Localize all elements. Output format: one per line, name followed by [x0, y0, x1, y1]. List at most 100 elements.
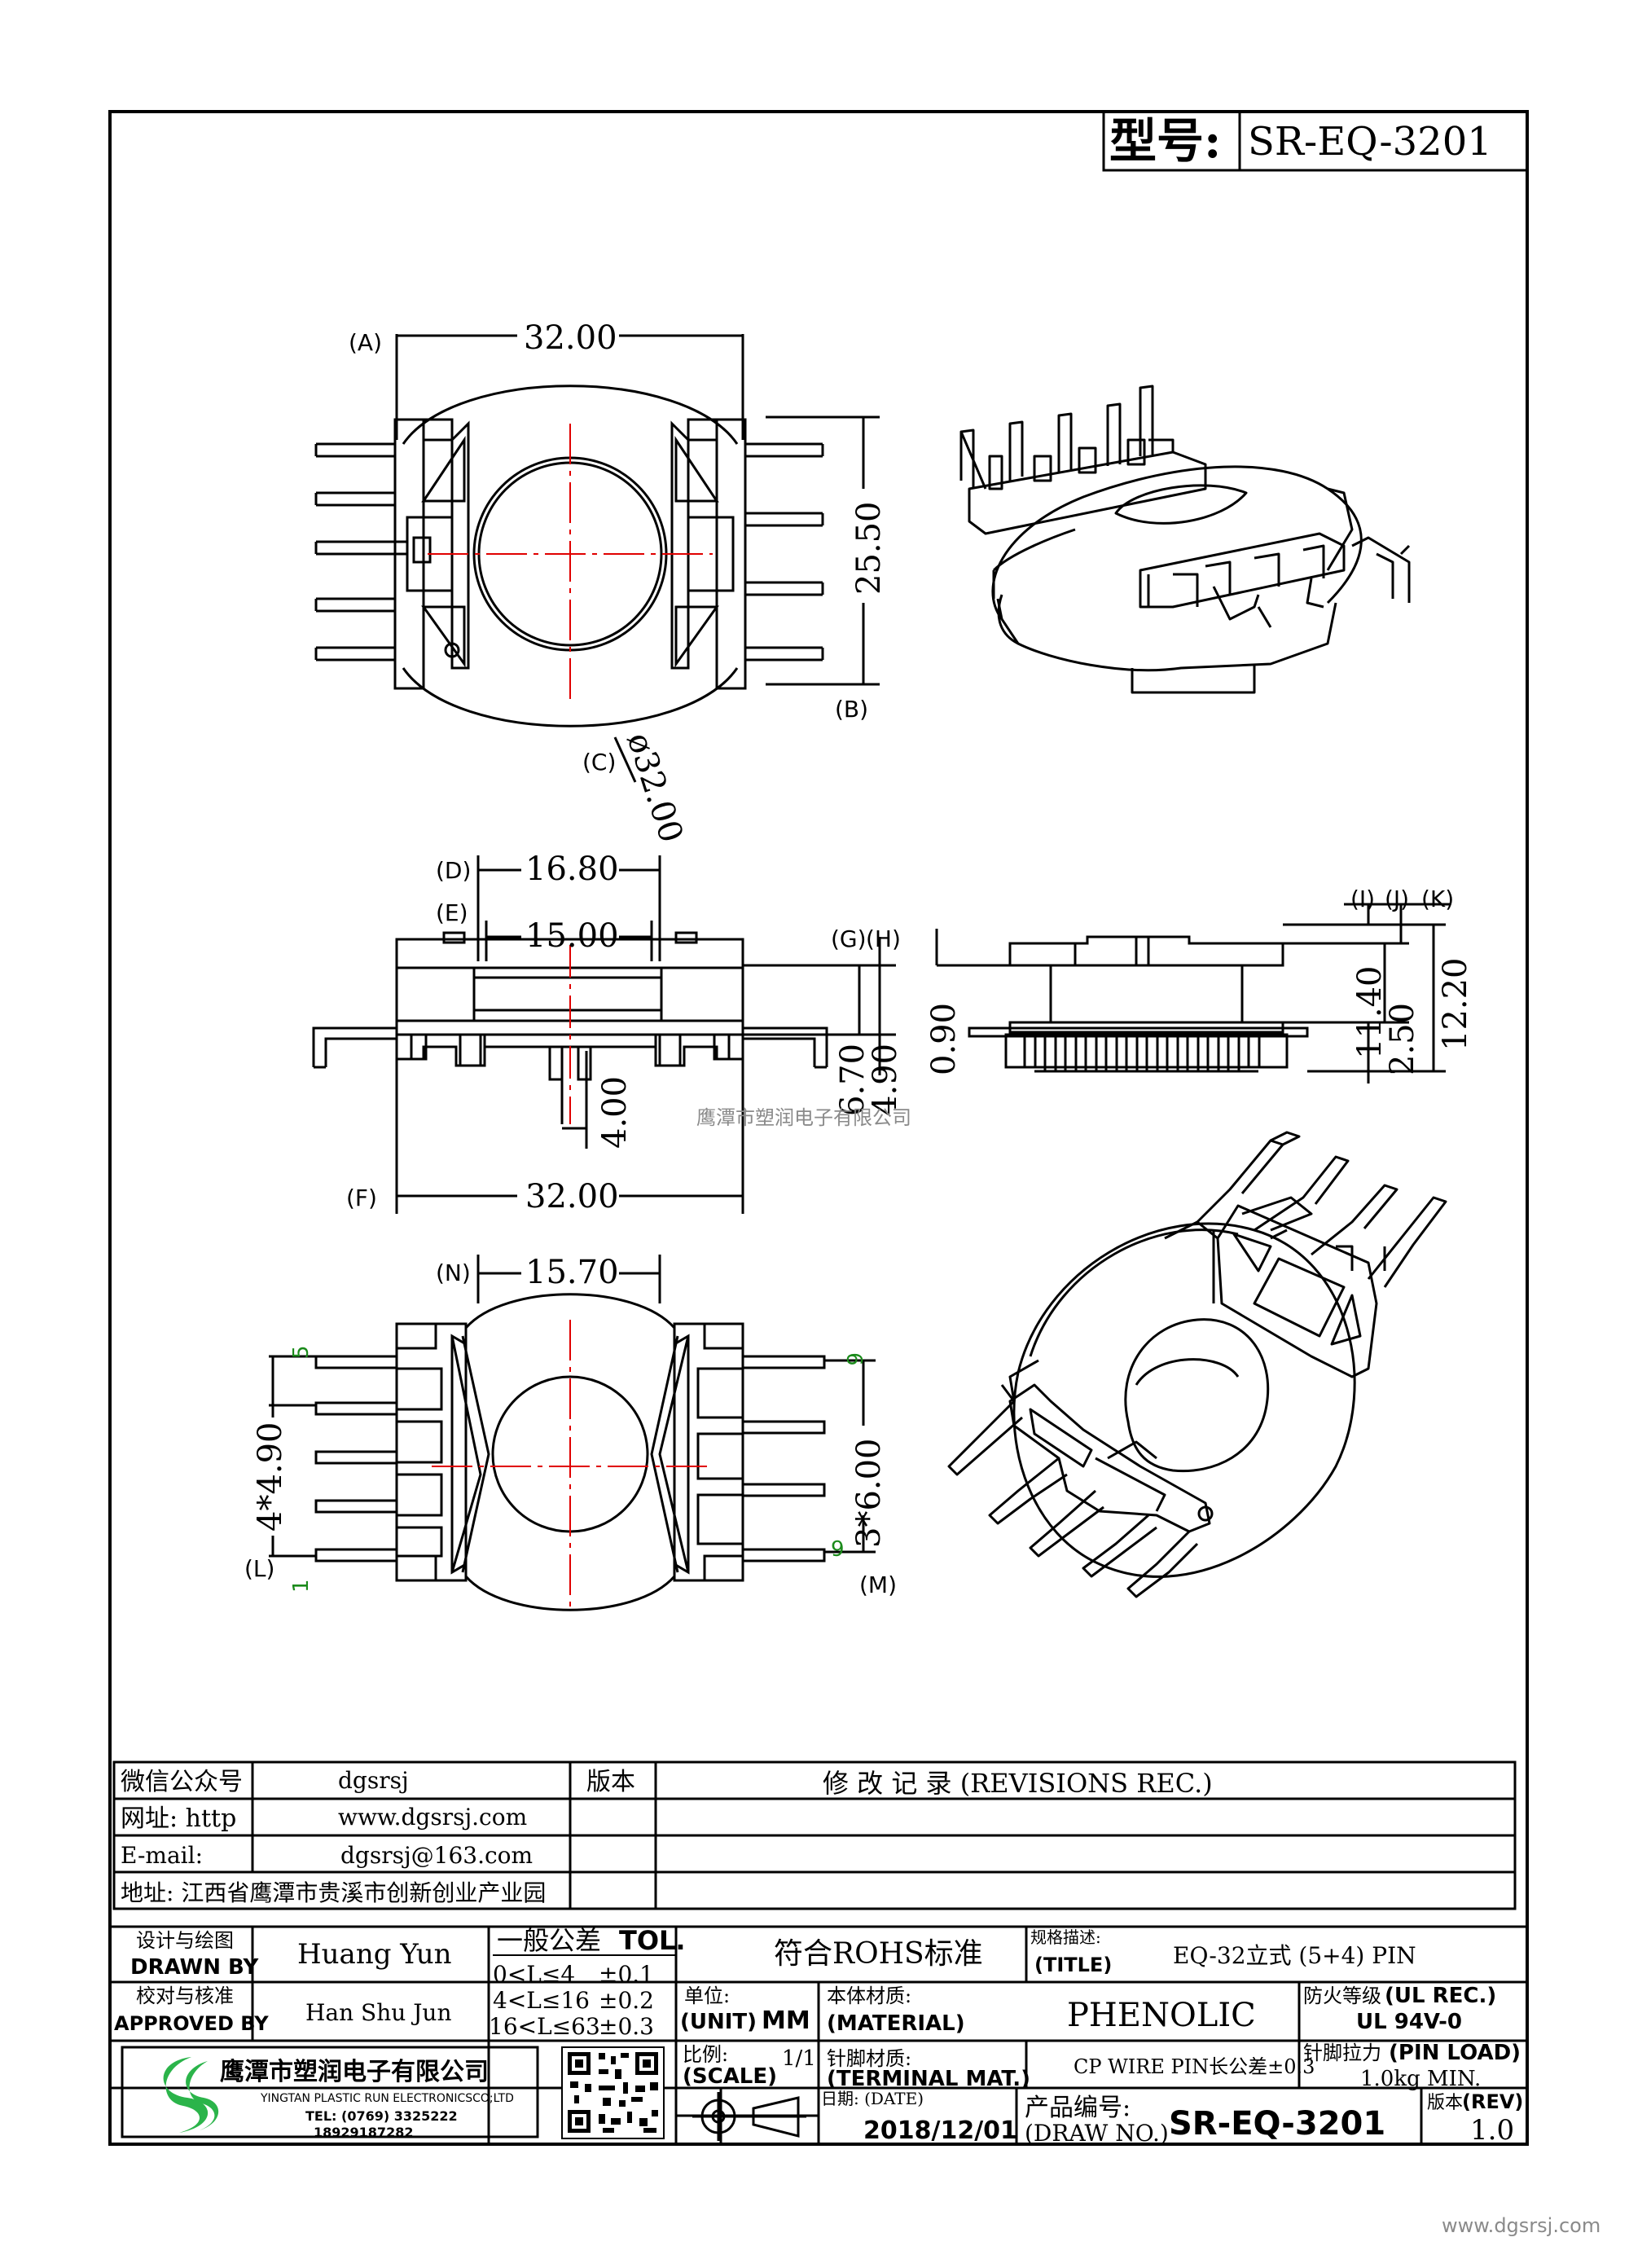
- dim-f: 32.00: [525, 1178, 619, 1215]
- drawn-label-cn: 设计与绘图: [136, 1929, 234, 1952]
- top-view: [314, 334, 880, 783]
- unit-label-cn: 单位:: [684, 1984, 730, 2007]
- pin-number-6: 6: [841, 1352, 866, 1366]
- model-value: SR-EQ-3201: [1248, 119, 1492, 165]
- ref-l: (L): [244, 1555, 274, 1582]
- rev-label-cn: 版本: [1427, 2093, 1463, 2113]
- tol-row1-range: 0<L≤4: [493, 1961, 575, 1988]
- dim-n: 15.70: [525, 1254, 619, 1291]
- title-value: EQ-32立式 (5+4) PIN: [1173, 1942, 1416, 1969]
- dim-k: 12.20: [1437, 957, 1474, 1051]
- pinload-label-en: (PIN LOAD): [1389, 2041, 1521, 2065]
- dim-l: 4*4.90: [252, 1422, 289, 1532]
- email-label: E-mail:: [121, 1842, 203, 1869]
- model-header: 型号: SR-EQ-3201: [1102, 110, 1529, 172]
- company-name-en: YINGTAN PLASTIC RUN ELECTRONICSCO;LTD: [260, 2092, 514, 2105]
- dim-j: 2.50: [1384, 1003, 1421, 1075]
- drawno-value: SR-EQ-3201: [1169, 2105, 1385, 2143]
- ref-g: (G): [831, 925, 867, 952]
- rev-value: 1.0: [1470, 2114, 1514, 2147]
- material-label-cn: 本体材质:: [827, 1984, 911, 2007]
- dim-d: 16.80: [525, 850, 619, 888]
- tol-row2-value: ±0.2: [599, 1987, 654, 2014]
- date-value: 2018/12/01: [863, 2116, 1017, 2145]
- isometric-view-bottom: [947, 1131, 1447, 1598]
- ref-f: (F): [346, 1185, 377, 1211]
- dim-m: 3*6.00: [850, 1438, 888, 1548]
- pin-number-9: 9: [831, 1537, 845, 1562]
- terminal-value: CP WIRE PIN长公差±0.3: [1074, 2055, 1315, 2078]
- scale-value: 1/1: [782, 2046, 816, 2071]
- bottom-view: [269, 1255, 876, 1611]
- ref-m: (M): [859, 1571, 897, 1598]
- watermark-text: 鹰潭市塑润电子有限公司: [696, 1106, 911, 1129]
- rev-label-en: (REV): [1462, 2090, 1523, 2113]
- isometric-view-top: [959, 385, 1411, 694]
- drawn-label-en: DRAWN BY: [130, 1955, 259, 1980]
- dim-diameter: ø32.00: [619, 728, 690, 847]
- terminal-label-en: (TERMINAL MAT.): [827, 2067, 1030, 2091]
- side-view: [935, 903, 1450, 1083]
- model-label: 型号:: [1109, 113, 1221, 169]
- ref-a: (A): [349, 329, 382, 356]
- ul-label-en: (UL REC.): [1385, 1984, 1496, 2008]
- contact-table: [112, 1760, 1517, 1910]
- company-mobile: 18929187282: [314, 2125, 413, 2140]
- qr-code: [561, 2046, 665, 2139]
- ref-k: (K): [1421, 886, 1454, 912]
- ul-label-cn: 防火等级: [1303, 1984, 1381, 2007]
- dim-e: 15.00: [525, 917, 619, 955]
- ref-b: (B): [835, 696, 868, 723]
- company-tel: TEL: (0769) 3325222: [305, 2108, 458, 2124]
- scale-label-en: (SCALE): [683, 2064, 777, 2089]
- address-text: 地址: 江西省鹰潭市贵溪市创新创业产业园: [121, 1879, 546, 1906]
- terminal-label-cn: 针脚材质:: [827, 2047, 911, 2070]
- ref-i: (I): [1350, 886, 1375, 912]
- unit-value: MM: [762, 2006, 810, 2035]
- ref-j: (J): [1385, 886, 1409, 912]
- tol-row2-range: 4<L≤16: [493, 1987, 590, 2014]
- dim-h: 4.90: [867, 1044, 904, 1116]
- dim-height: 25.50: [850, 501, 888, 595]
- ref-h: (H): [866, 925, 901, 952]
- pin-number-1: 1: [289, 1579, 314, 1593]
- title-label-en: (TITLE): [1034, 1954, 1112, 1976]
- pinload-value: 1.0kg MIN.: [1360, 2067, 1481, 2091]
- pin-number-5: 5: [289, 1345, 314, 1359]
- material-value: PHENOLIC: [1067, 1997, 1256, 2034]
- version-header: 版本: [586, 1768, 635, 1796]
- wechat-value: dgsrsj: [338, 1767, 409, 1794]
- ref-n: (N): [436, 1259, 471, 1286]
- dim-side-left: 0.90: [925, 1003, 963, 1075]
- footer-url: www.dgsrsj.com: [1442, 2214, 1600, 2237]
- unit-label-en: (UNIT): [680, 2010, 757, 2034]
- tol-label-cn: 一般公差: [497, 1925, 601, 1956]
- company-logo: [121, 2046, 539, 2138]
- top-view-centerlines: [428, 424, 713, 701]
- revisions-header: 修 改 记 录 (REVISIONS REC.): [823, 1768, 1213, 1799]
- dim-i: 11.40: [1351, 965, 1389, 1059]
- web-value: www.dgsrsj.com: [338, 1804, 527, 1831]
- ref-d: (D): [436, 857, 471, 884]
- tol-row3-value: ±0.3: [599, 2013, 654, 2040]
- web-label: 网址: http: [121, 1804, 236, 1833]
- dim-width: 32.00: [524, 319, 617, 357]
- approved-label-en: APPROVED BY: [114, 2012, 269, 2035]
- date-label: 日期: (DATE): [821, 2089, 924, 2108]
- ref-e: (E): [436, 899, 468, 926]
- material-label-en: (MATERIAL): [827, 2011, 965, 2036]
- approved-value: Han Shu Jun: [305, 1999, 451, 2026]
- dim-g: 6.70: [834, 1044, 872, 1116]
- bottom-view-centerlines: [432, 1320, 709, 1609]
- ul-value: UL 94V-0: [1356, 2010, 1462, 2034]
- title-block-grid: [110, 1925, 1527, 2144]
- front-view: [312, 855, 896, 1214]
- tol-row1-value: ±0.1: [599, 1961, 654, 1988]
- ref-c: (C): [582, 749, 616, 776]
- drawno-label-cn: 产品编号:: [1025, 2094, 1131, 2122]
- approved-label-cn: 校对与核准: [136, 1984, 234, 2007]
- title-label-cn: 规格描述:: [1030, 1927, 1101, 1947]
- tol-label-en: TOL.: [619, 1925, 686, 1956]
- pinload-label-cn: 针脚拉力: [1303, 2042, 1381, 2064]
